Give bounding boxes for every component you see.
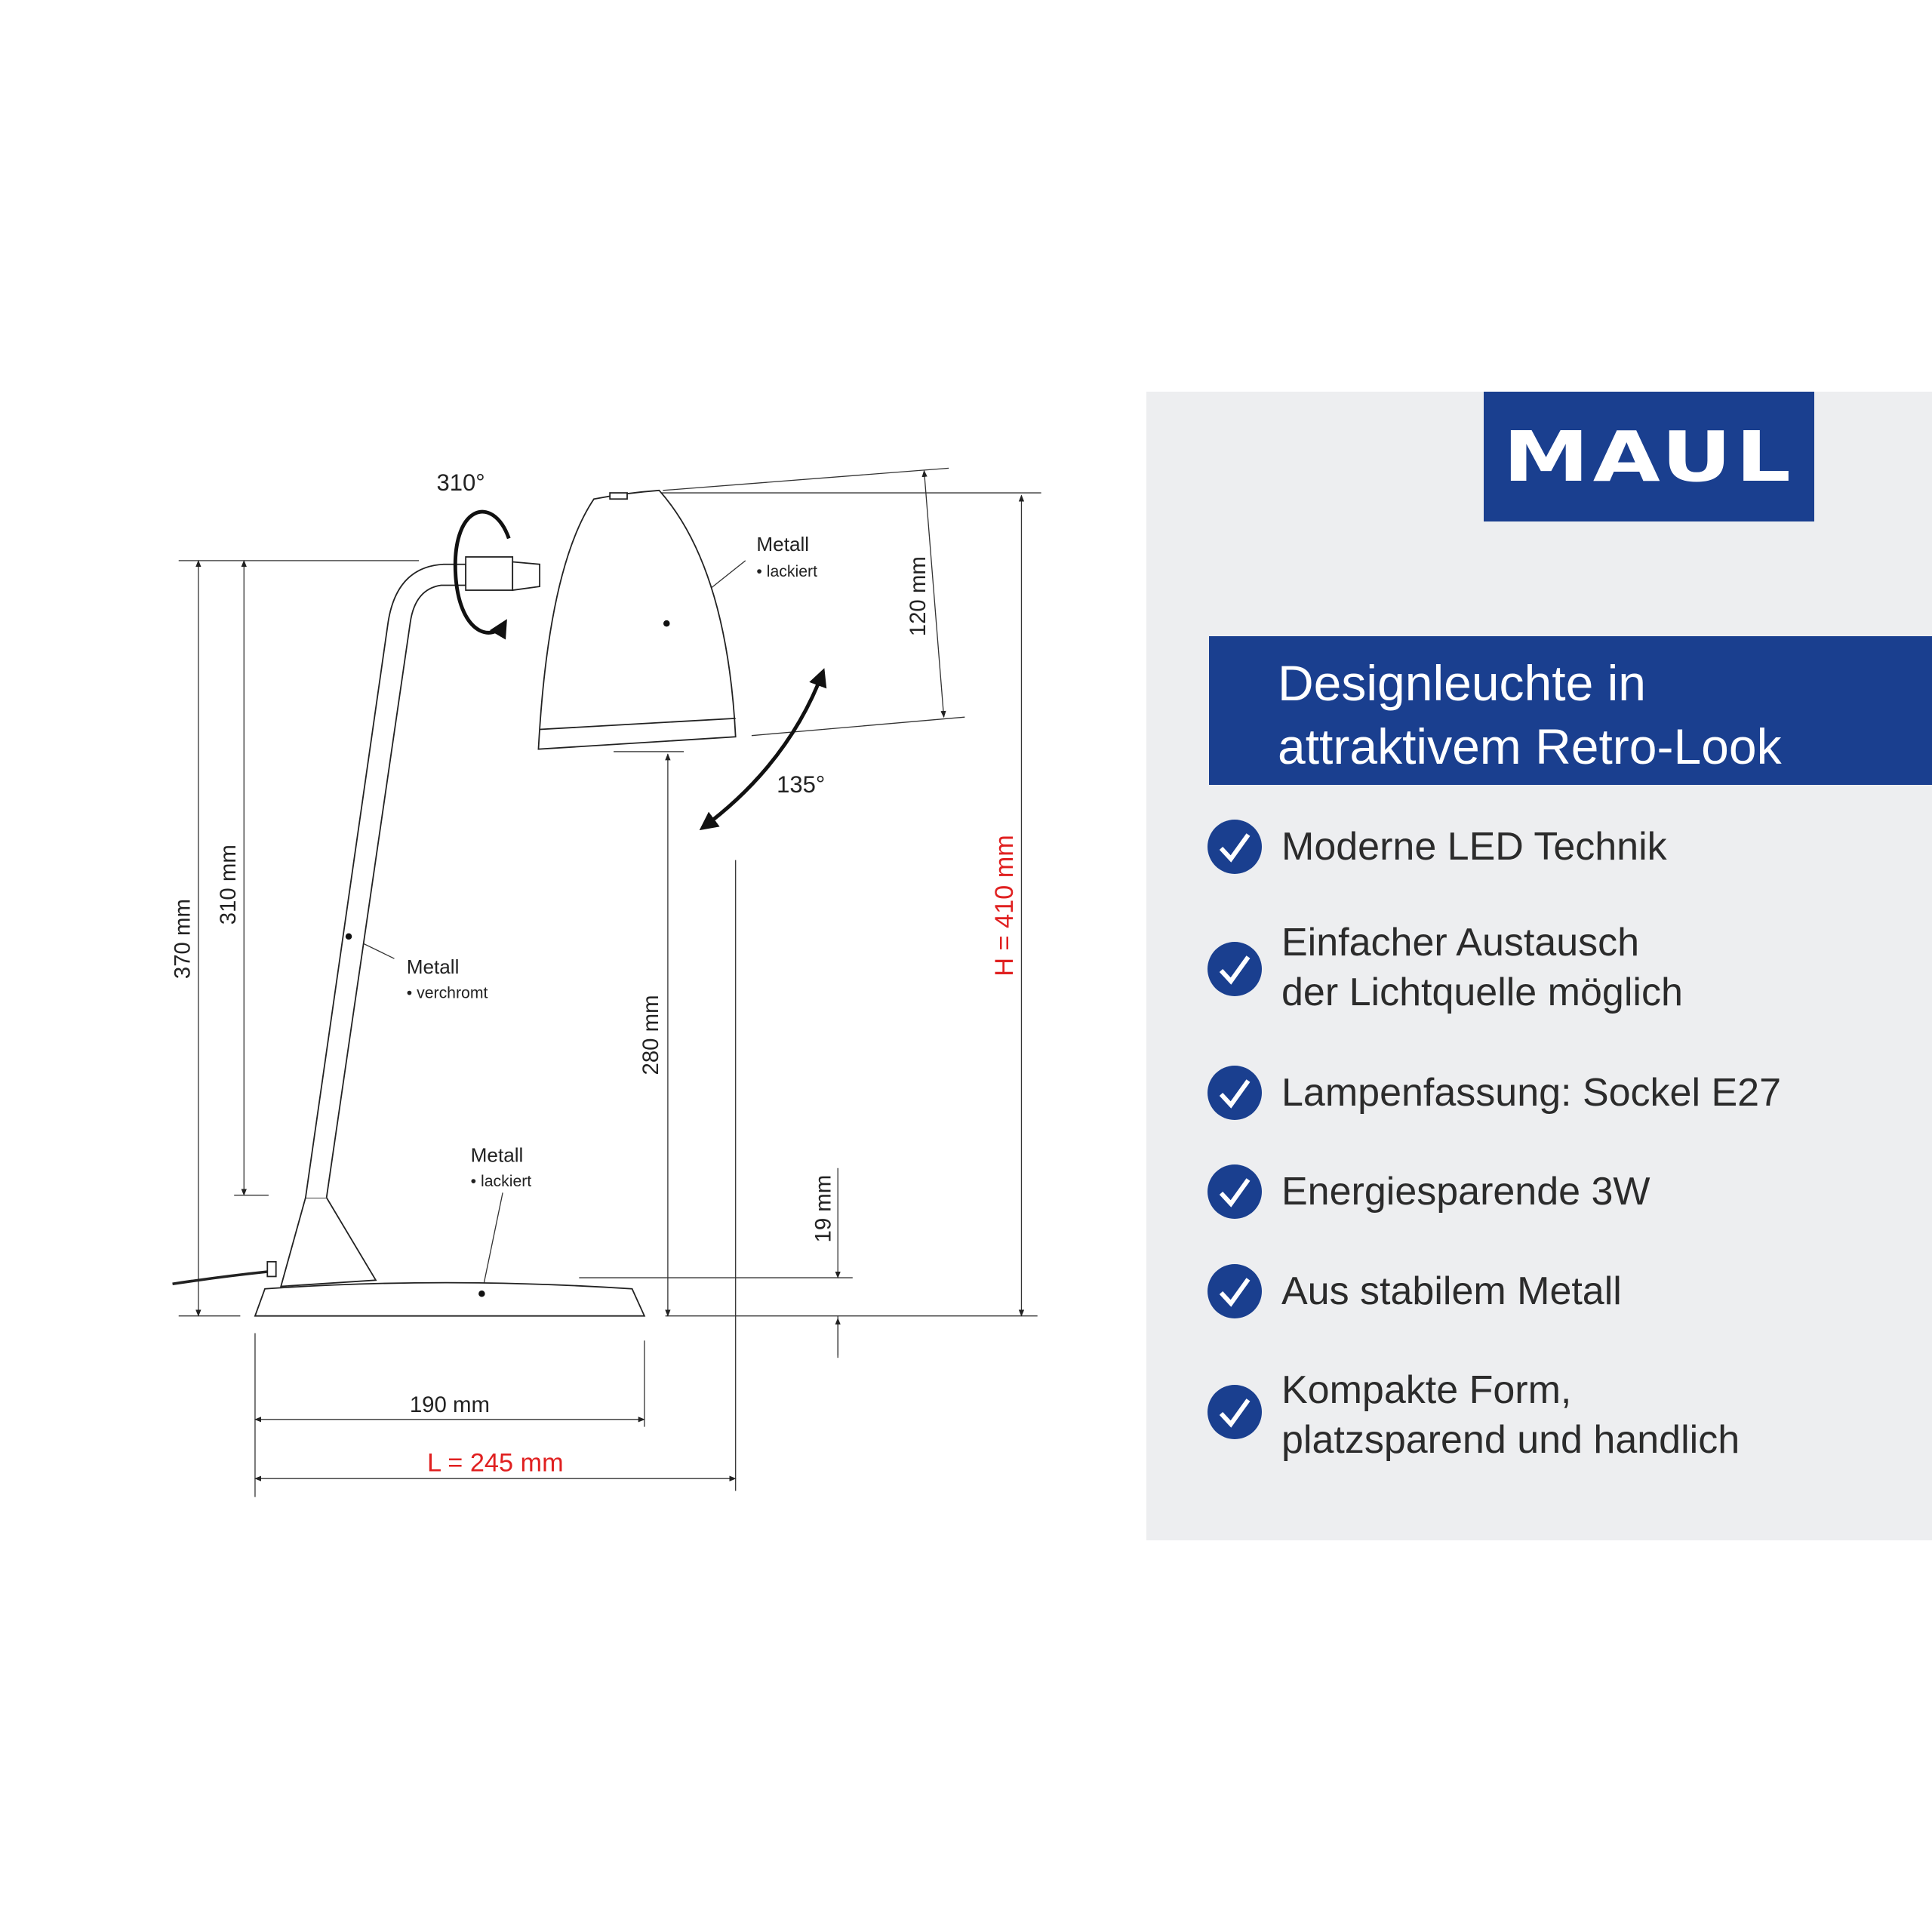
headline-line-2: attraktivem Retro-Look	[1278, 718, 1782, 774]
feature-item: Einfacher Austausch der Lichtquelle mögli…	[1208, 921, 1932, 1048]
rotate-310-arrow-icon	[453, 509, 511, 640]
power-cord	[172, 1270, 269, 1286]
feature-text: Aus stabilem Metall	[1281, 1269, 1622, 1313]
feature-text: Kompakte Form, platzsparend und handlich	[1281, 1365, 1740, 1465]
headline-line-1: Designleuchte in	[1278, 655, 1646, 711]
length-label: L = 245 mm	[427, 1448, 564, 1477]
shade-finish-label: • lackiert	[756, 563, 817, 580]
rotation-label: 310°	[437, 469, 485, 496]
headline-banner: Designleuchte in attraktivem Retro-Look	[1209, 636, 1932, 785]
arm-material-label: Metall	[407, 955, 460, 978]
dim-370-label: 370 mm	[170, 899, 195, 979]
feature-text: Einfacher Austausch der Lichtquelle mögli…	[1281, 918, 1683, 1017]
lamp-outline	[172, 489, 737, 1317]
dim-19-label: 19 mm	[811, 1175, 835, 1243]
feature-panel	[1146, 392, 1932, 1540]
lamp-socket	[465, 556, 514, 591]
feature-text-line: platzsparend und handlich	[1281, 1418, 1740, 1462]
shade-material-label: Metall	[756, 533, 809, 555]
checkmark-icon	[1208, 820, 1262, 874]
extension-line	[663, 467, 949, 491]
feature-item: Lampenfassung: Sockel E27	[1208, 1066, 1932, 1171]
feature-item: Energiesparende 3W	[1208, 1164, 1932, 1270]
dim-280-label: 280 mm	[638, 995, 663, 1075]
checkmark-icon	[1208, 1264, 1262, 1318]
base-material-label: Metall	[471, 1144, 524, 1167]
extension-line	[751, 716, 965, 737]
leader-line	[481, 1192, 503, 1294]
feature-text: Energiesparende 3W	[1281, 1170, 1651, 1214]
feature-item: Moderne LED Technik	[1208, 820, 1932, 925]
checkmark-icon	[1208, 942, 1262, 996]
leader-dot	[663, 620, 670, 627]
feature-text: Moderne LED Technik	[1281, 825, 1667, 869]
leader-dot	[345, 933, 352, 940]
lamp-base-cone	[280, 1197, 377, 1287]
leader-dot	[478, 1291, 485, 1297]
tilt-135-arrow-icon	[699, 668, 827, 831]
feature-item: Kompakte Form, platzsparend und handlich	[1208, 1368, 1932, 1491]
checkmark-icon	[1208, 1066, 1262, 1120]
height-label: H = 410 mm	[990, 835, 1019, 977]
lamp-base	[254, 1281, 646, 1317]
feature-text-line: der Lichtquelle möglich	[1281, 971, 1683, 1014]
feature-text-line: Einfacher Austausch	[1281, 921, 1640, 964]
dim-310-label: 310 mm	[216, 844, 241, 924]
feature-text-line: Kompakte Form,	[1281, 1368, 1572, 1412]
base-finish-label: • lackiert	[471, 1173, 532, 1190]
dim-line-120	[921, 469, 946, 718]
feature-text: Lampenfassung: Sockel E27	[1281, 1071, 1781, 1115]
checkmark-icon	[1208, 1385, 1262, 1439]
maul-logo: MAUL	[1484, 392, 1814, 521]
arm-finish-label: • verchromt	[407, 984, 488, 1001]
tilt-label: 135°	[777, 771, 825, 798]
lamp-arm	[305, 563, 467, 1198]
checkmark-icon	[1208, 1164, 1262, 1219]
lamp-shade	[537, 489, 737, 750]
feature-item: Aus stabilem Metall	[1208, 1264, 1932, 1370]
dim-190-label: 190 mm	[410, 1392, 490, 1417]
cord-plug	[266, 1260, 277, 1278]
logo-text: MAUL	[1503, 416, 1795, 497]
dim-120-label: 120 mm	[906, 556, 931, 636]
